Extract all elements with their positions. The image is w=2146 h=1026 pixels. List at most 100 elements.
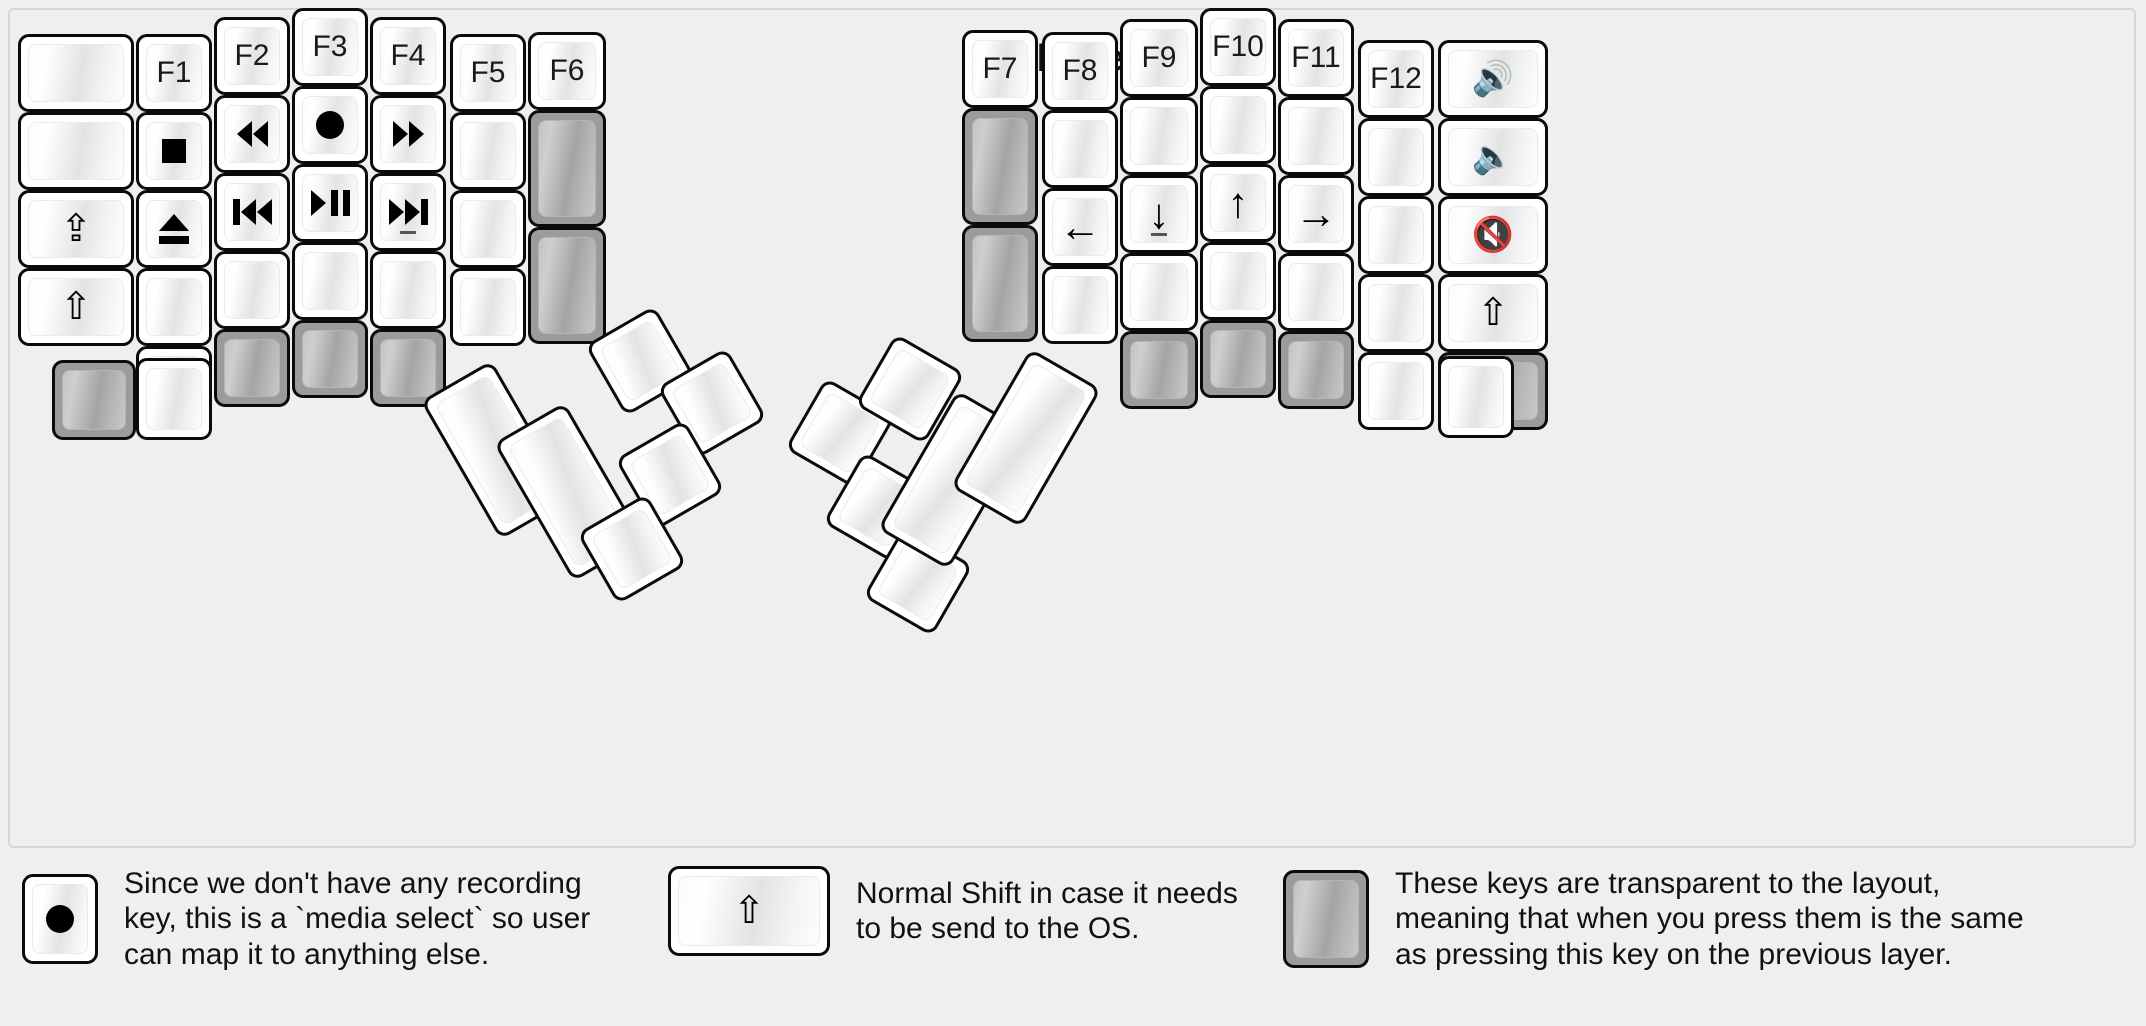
legend-text: Normal Shift in case it needs to be send… <box>856 876 1238 945</box>
legend-item: These keys are transparent to the layout… <box>1283 866 2024 972</box>
keycap-surface <box>1368 128 1424 186</box>
key-left-c4-r4[interactable] <box>292 242 368 320</box>
keycap-surface <box>538 120 596 217</box>
key-left-c6-r4[interactable] <box>450 268 526 346</box>
key-left-c1-r1[interactable] <box>18 34 134 112</box>
key-left-c4-r3[interactable] <box>292 164 368 242</box>
keycap-surface <box>460 200 516 258</box>
key-left-c4-r2[interactable] <box>292 86 368 164</box>
key-right-c4-r2[interactable] <box>1200 86 1276 164</box>
key-right-c6-r1[interactable]: F12 <box>1358 40 1434 118</box>
key-right-c5-r5[interactable] <box>1278 331 1354 409</box>
key-right-c4-r5[interactable] <box>1200 320 1276 398</box>
key-right-c5-r4[interactable] <box>1278 253 1354 331</box>
key-right-c4-r4[interactable] <box>1200 242 1276 320</box>
legend-text: Since we don't have any recording key, t… <box>124 867 591 971</box>
key-right-c7-r4[interactable]: ⇧ <box>1438 274 1548 352</box>
keycap-surface <box>1210 96 1266 154</box>
key-right-c5-r2[interactable] <box>1278 97 1354 175</box>
key-left-c5-r1[interactable]: F4 <box>370 17 446 95</box>
key-left-c4-r1[interactable]: F3 <box>292 8 368 86</box>
key-right-c7-r1[interactable]: 🔊 <box>1438 40 1548 118</box>
legend: Since we don't have any recording key, t… <box>0 856 2146 1026</box>
key-left-c2-r1[interactable]: F1 <box>136 34 212 112</box>
key-left-c5-r3[interactable] <box>370 173 446 251</box>
key-left-c7-r3[interactable] <box>528 227 606 344</box>
key-left-c7-r1[interactable]: F6 <box>528 32 606 110</box>
key-right-c2-r2[interactable] <box>1042 110 1118 188</box>
key-right-c1-r1[interactable]: F7 <box>962 30 1038 108</box>
keycap-surface <box>380 105 436 163</box>
key-left-c2-r6[interactable] <box>136 358 212 440</box>
key-right-c4-r3[interactable]: ↑ <box>1200 164 1276 242</box>
keycap-surface: F5 <box>460 44 516 102</box>
key-right-c4-r1[interactable]: F10 <box>1200 8 1276 86</box>
key-left-c7-r2[interactable] <box>528 110 606 227</box>
keycap-surface: F1 <box>146 44 202 102</box>
key-left-c3-r4[interactable] <box>214 251 290 329</box>
keycap-surface: ⇧ <box>28 278 124 336</box>
key-left-c1-r2[interactable] <box>18 112 134 190</box>
legend-text: These keys are transparent to the layout… <box>1395 867 2024 971</box>
keycap-surface: F2 <box>224 27 280 85</box>
keycap-surface <box>146 200 202 258</box>
key-left-c2-r2[interactable] <box>136 112 212 190</box>
key-left-c6-r1[interactable]: F5 <box>450 34 526 112</box>
legend-swatch-key-2[interactable]: ⇧ <box>668 866 830 956</box>
key-right-c5-r3[interactable]: → <box>1278 175 1354 253</box>
key-left-c6-r2[interactable] <box>450 112 526 190</box>
key-right-c5-r1[interactable]: F11 <box>1278 19 1354 97</box>
key-left-c6-r3[interactable] <box>450 190 526 268</box>
key-right-c3-r1[interactable]: F9 <box>1120 19 1198 97</box>
key-right-c7-r3[interactable]: 🔇 <box>1438 196 1548 274</box>
key-left-c5-r2[interactable] <box>370 95 446 173</box>
media-rewind-icon <box>236 121 268 147</box>
key-right-c3-r4[interactable] <box>1120 253 1198 331</box>
key-right-c3-r3[interactable]: ↓ <box>1120 175 1198 253</box>
keycap-surface <box>1288 341 1344 399</box>
key-left-c1-r3[interactable]: ⇪ <box>18 190 134 268</box>
key-left-c3-r1[interactable]: F2 <box>214 17 290 95</box>
legend-swatch-key-1[interactable] <box>22 874 98 965</box>
key-right-c2-r1[interactable]: F8 <box>1042 32 1118 110</box>
legend-key <box>22 874 98 965</box>
key-right-c6-r5[interactable] <box>1358 352 1434 430</box>
key-left-c3-r5[interactable] <box>214 329 290 407</box>
key-left-c3-r3[interactable] <box>214 173 290 251</box>
keycap-surface <box>1130 341 1188 399</box>
media-stop-icon <box>162 139 186 163</box>
key-left-c1-r5[interactable] <box>52 360 136 440</box>
key-left-c1-r4[interactable]: ⇧ <box>18 268 134 346</box>
key-right-c1-r2[interactable] <box>962 108 1038 225</box>
volume-up-icon: 🔊 <box>1471 60 1515 98</box>
key-right-c2-r3[interactable]: ← <box>1042 188 1118 266</box>
media-record-icon <box>316 111 344 139</box>
keycap-surface: ↓ <box>1130 185 1188 243</box>
key-left-c4-r5[interactable] <box>292 320 368 398</box>
key-right-c3-r5[interactable] <box>1120 331 1198 409</box>
keycap-surface: F11 <box>1288 29 1344 87</box>
keycap-surface <box>1293 880 1359 959</box>
keycap-surface <box>224 183 280 241</box>
media-fast-forward-icon <box>392 121 424 147</box>
key-right-c3-r2[interactable] <box>1120 97 1198 175</box>
key-left-c3-r2[interactable] <box>214 95 290 173</box>
key-right-c6-r6[interactable] <box>1438 356 1514 438</box>
keycap-surface <box>1130 107 1188 165</box>
keycap-surface <box>1052 276 1108 334</box>
keycap-label: F9 <box>1141 41 1177 74</box>
keycap-label: F4 <box>390 39 426 72</box>
key-left-c2-r4[interactable] <box>136 268 212 346</box>
keycap-label: F12 <box>1370 62 1422 95</box>
legend-swatch-key-3[interactable] <box>1283 870 1369 969</box>
key-right-c2-r4[interactable] <box>1042 266 1118 344</box>
key-right-c7-r2[interactable]: 🔈 <box>1438 118 1548 196</box>
key-right-c6-r2[interactable] <box>1358 118 1434 196</box>
key-right-c6-r4[interactable] <box>1358 274 1434 352</box>
key-right-c1-r3[interactable] <box>962 225 1038 342</box>
key-left-c5-r4[interactable] <box>370 251 446 329</box>
key-left-c2-r3[interactable] <box>136 190 212 268</box>
key-right-c6-r3[interactable] <box>1358 196 1434 274</box>
legend-key: ⇧ <box>668 866 830 956</box>
keycap-surface <box>62 370 126 430</box>
